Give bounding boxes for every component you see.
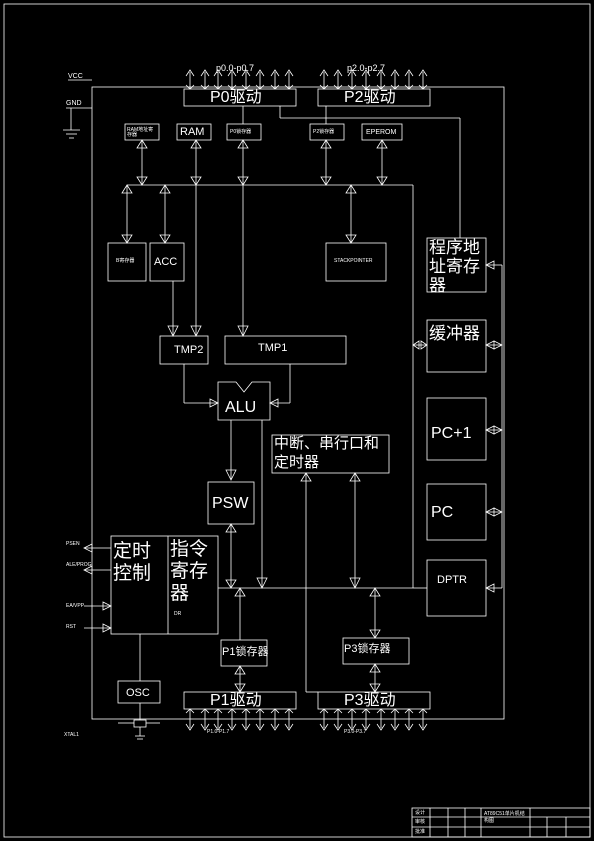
title-row2-label: 审核	[415, 819, 426, 825]
drawing-border	[3, 3, 591, 838]
ram-box	[176, 123, 212, 141]
p3-pins	[319, 708, 428, 731]
decoder-label: DR	[174, 611, 182, 617]
dptr-box	[426, 559, 487, 617]
vcc-label: VCC	[68, 73, 83, 80]
p3-driver-box	[317, 691, 431, 710]
buffer-label: 缓冲器	[429, 324, 480, 343]
p0-bus-label: p0.0-p0.7	[216, 63, 255, 73]
tmp2-label: TMP2	[174, 344, 204, 356]
eeprom-label: EPEROM	[366, 129, 397, 136]
ea-label: EA/VPP	[66, 603, 85, 609]
drawing-title: AT89C51单片机结构图	[484, 811, 525, 824]
pc-plus1-box	[426, 397, 487, 461]
tmp1-box	[224, 335, 347, 365]
b-reg-label: B寄存器	[116, 258, 135, 264]
buffer-box	[426, 319, 487, 373]
rst-label: RST	[66, 624, 76, 630]
alu-label: ALU	[225, 399, 257, 416]
interrupt-label: 中断、串行口和定时器	[274, 435, 380, 471]
osc-label: OSC	[126, 687, 150, 699]
acc-label: ACC	[154, 256, 178, 268]
p1-bus-label: P1.0-P1.7	[207, 729, 230, 735]
gnd-label: GND	[66, 100, 82, 107]
ram-addr-label: RAM地址寄存器	[127, 127, 154, 138]
interrupt-box	[271, 434, 390, 474]
p0-latch-label: P0锁存器	[230, 129, 252, 135]
stack-pointer-box	[325, 242, 387, 282]
p1-pins	[185, 708, 294, 731]
p3-bus-label: P3.0-P3.7	[344, 729, 367, 735]
osc-box	[117, 680, 161, 704]
dptr-label: DPTR	[437, 574, 467, 586]
acc-box	[149, 242, 185, 282]
p2-bus-label: p2.0-p2.7	[347, 63, 386, 73]
bus-double-arrows-top	[136, 139, 388, 186]
p0-pins	[185, 69, 294, 90]
p3-driver-label: P3驱动	[344, 692, 396, 709]
p0-latch-box	[226, 123, 262, 141]
ram-label: RAM	[180, 126, 205, 138]
chip-outline	[91, 86, 505, 720]
stack-pointer-label: STACKPOINTER	[334, 258, 373, 264]
p2-driver-box	[317, 88, 431, 107]
p1-latch-label: P1锁存器	[222, 646, 269, 658]
timing-control-box	[110, 535, 219, 635]
p2-driver-label: P2驱动	[344, 89, 396, 106]
pc-plus1-label: PC+1	[431, 425, 472, 442]
psw-label: PSW	[212, 495, 249, 512]
timing-control-label: 定时控制	[113, 541, 152, 584]
p2-latch-label: P2锁存器	[313, 129, 335, 135]
p3-latch-box	[342, 637, 410, 665]
title-block-grid	[411, 807, 591, 838]
psen-label: PSEN	[66, 541, 80, 547]
tmp1-label: TMP1	[258, 342, 288, 354]
title-row1-label: 设计	[415, 810, 426, 816]
crystal-symbol	[133, 719, 147, 728]
title-row3-label: 批准	[415, 829, 426, 835]
pc-label: PC	[431, 504, 454, 521]
pc-addr-reg-label: 程序地址寄存器	[429, 238, 480, 295]
p1-driver-label: P1驱动	[210, 692, 262, 709]
instr-reg-label: 指令寄存器	[170, 539, 209, 604]
p1-latch-box	[220, 639, 268, 667]
p0-driver-box	[183, 88, 297, 107]
xtal-label: XTAL1	[64, 732, 79, 738]
p3-latch-label: P3锁存器	[344, 643, 391, 655]
p0-driver-label: P0驱动	[210, 89, 262, 106]
alu-shape	[217, 381, 271, 421]
p2-pins	[319, 69, 428, 90]
p2-latch-box	[309, 123, 345, 141]
ale-label: ALE/PROG	[66, 562, 92, 568]
